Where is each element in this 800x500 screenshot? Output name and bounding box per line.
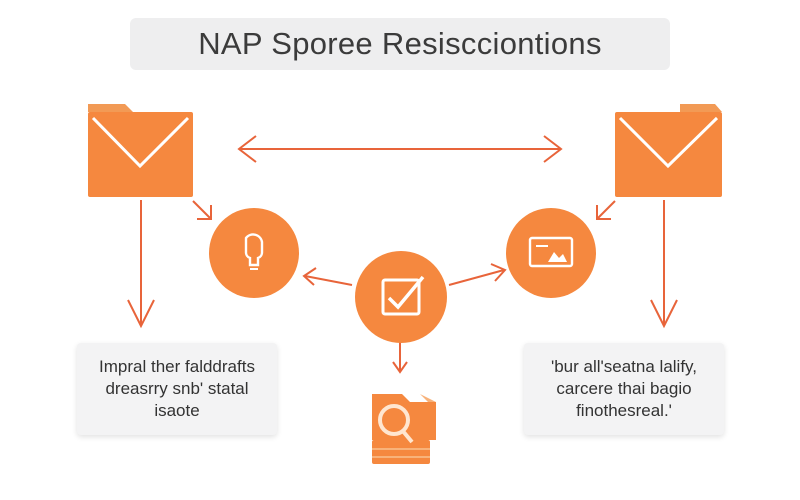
folder-mail-icon-right [615, 104, 722, 197]
center-to-image-arrow [448, 263, 507, 286]
package-icon [372, 394, 436, 464]
note-left-line-3: isaote [154, 401, 200, 420]
folder-mail-icon-left [88, 104, 193, 197]
note-right-line-3: finothesreal.' [576, 401, 672, 420]
top-bidirectional-arrow [237, 135, 563, 163]
left-down-arrow [127, 200, 155, 329]
note-left-line-1: Impral ther falddrafts [99, 357, 255, 376]
note-right: 'bur all'seatna lalify, carcere thai bag… [524, 343, 724, 435]
image-icon [506, 208, 596, 298]
note-right-line-1: 'bur all'seatna lalify, [550, 357, 698, 376]
note-left-line-2: dreasrry snb' statal [105, 379, 249, 398]
note-left: Impral ther falddrafts dreasrry snb' sta… [77, 343, 277, 435]
center-down-arrow [392, 342, 408, 374]
bulb-icon [209, 208, 299, 298]
left-folder-to-bulb-arrow [192, 200, 212, 220]
diagram-title: NAP Sporee Resiscciontions [198, 26, 602, 61]
note-right-line-2: carcere thai bagio [556, 379, 692, 398]
check-icon [355, 251, 447, 343]
center-to-bulb-arrow [302, 267, 353, 286]
right-folder-to-image-arrow [596, 200, 616, 220]
right-down-arrow [650, 200, 678, 329]
title-banner: NAP Sporee Resiscciontions [130, 18, 670, 70]
